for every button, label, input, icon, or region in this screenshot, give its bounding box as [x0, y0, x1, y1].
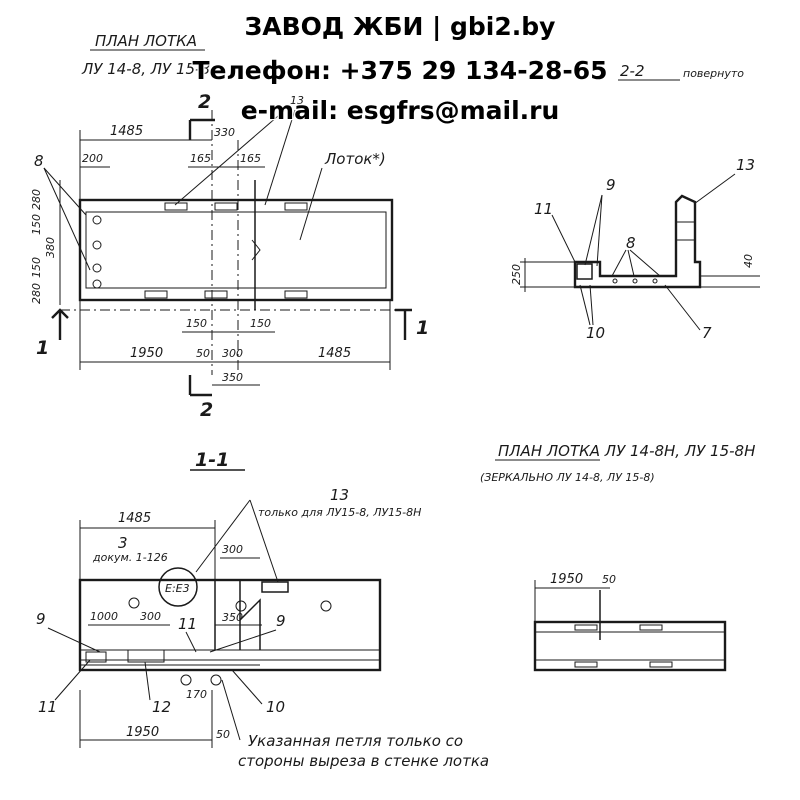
plan-dim-280a: 280 — [30, 189, 43, 210]
sec11-label-3: 3 — [118, 534, 128, 552]
mirror-plan: ПЛАН ЛОТКА ЛУ 14-8Н, ЛУ 15-8Н (ЗЕРКАЛЬНО… — [480, 442, 755, 672]
mirror-dim-1950: 1950 — [550, 572, 583, 587]
plan-subtitle: ЛУ 14-8, ЛУ 15-8 — [81, 60, 210, 78]
sec11-detail-circle — [158, 567, 198, 607]
sec11-label-13: 13 — [330, 486, 349, 504]
sec11-note-13: только для ЛУ15-8, ЛУ15-8Н — [258, 506, 421, 519]
plan-dim-150b: 150 — [30, 257, 43, 278]
sec22-profile — [573, 194, 702, 289]
sec22-label-9: 9 — [606, 176, 616, 194]
plan-cut-2-top: 2 — [198, 91, 211, 113]
watermark-line-3: e-mail: esgfrs@mail.ru — [240, 96, 560, 125]
section-1-1: 1-1 E:E3 1485 3 докум. 1-126 300 13 — [36, 449, 489, 770]
plan-label-13: 13 — [290, 94, 304, 107]
sec11-dim-50: 50 — [216, 728, 230, 741]
plan-callout-lotok: Лоток*) — [324, 150, 386, 168]
plan-view: ПЛАН ЛОТКА ЛУ 14-8, ЛУ 15-8 148 — [30, 32, 429, 421]
sec22-label-7: 7 — [702, 324, 712, 342]
plan-trough-outline — [78, 198, 394, 302]
section-2-2: 2-2 повернуто 250 40 9 11 13 8 10 — [510, 62, 760, 342]
plan-dim-280b: 280 — [30, 283, 43, 304]
plan-dim-150a: 150 — [186, 317, 207, 330]
plan-dim-165b: 165 — [240, 152, 261, 165]
sec11-label-10: 10 — [266, 698, 285, 716]
plan-end-loops — [92, 215, 102, 289]
sec11-dim-1950: 1950 — [126, 725, 159, 740]
sec11-label-12: 12 — [152, 698, 171, 716]
plan-dim-350: 350 — [222, 371, 243, 384]
plan-cut-1-left: 1 — [36, 337, 49, 359]
sec11-title: 1-1 — [195, 449, 229, 471]
mirror-subtitle: (ЗЕРКАЛЬНО ЛУ 14-8, ЛУ 15-8) — [480, 471, 655, 484]
plan-dim-300: 300 — [222, 347, 243, 360]
mirror-trough-outline — [533, 620, 727, 672]
plan-dim-1485-top: 1485 — [110, 124, 143, 139]
plan-dim-150a: 150 — [30, 214, 43, 235]
sec22-dim-250: 250 — [510, 264, 523, 285]
sec11-body — [78, 578, 382, 672]
plan-label-8: 8 — [34, 152, 44, 170]
sec11-docum: докум. 1-126 — [92, 551, 168, 564]
sec22-label-10: 10 — [586, 324, 605, 342]
sec22-label-8: 8 — [626, 234, 636, 252]
plan-dim-1950: 1950 — [130, 346, 163, 361]
sec22-label-13: 13 — [736, 156, 755, 174]
sec22-rotated: повернуто — [683, 67, 744, 80]
plan-cut-2-bottom: 2 — [200, 399, 213, 421]
mirror-dim-50: 50 — [602, 573, 616, 586]
sec11-dim-1000: 1000 — [90, 610, 118, 623]
sec11-note-line2: стороны выреза в стенке лотка — [238, 752, 489, 770]
watermark-line-1: ЗАВОД ЖБИ | gbi2.by — [244, 12, 556, 41]
plan-wall-slots — [144, 202, 308, 299]
sec22-dim-40: 40 — [742, 254, 755, 268]
plan-dim-380: 380 — [44, 237, 57, 258]
plan-dim-330: 330 — [214, 126, 235, 139]
sec22-label-11: 11 — [534, 200, 553, 218]
sec11-label-11a: 11 — [178, 615, 197, 633]
sec11-dim-300a: 300 — [222, 543, 243, 556]
plan-title: ПЛАН ЛОТКА — [95, 32, 197, 50]
sec11-label-9b: 9 — [276, 612, 286, 630]
plan-dim-150b: 150 — [250, 317, 271, 330]
sec11-dim-300b: 300 — [140, 610, 161, 623]
svg-text:E:E3: E:E3 — [165, 582, 190, 595]
sec11-label-11b: 11 — [38, 698, 57, 716]
sec22-title: 2-2 — [620, 62, 645, 80]
sec11-note-line1: Указанная петля только со — [248, 732, 463, 750]
plan-dim-165a: 165 — [190, 152, 211, 165]
plan-dim-1485-bottom: 1485 — [318, 346, 351, 361]
plan-cut-1-right: 1 — [416, 317, 429, 339]
sec11-dim-170: 170 — [186, 688, 207, 701]
watermark-line-2: Телефон: +375 29 134-28-65 — [192, 56, 608, 85]
sec11-dim-1485: 1485 — [118, 511, 151, 526]
sec11-dim-350: 350 — [222, 611, 243, 624]
mirror-title: ПЛАН ЛОТКА ЛУ 14-8Н, ЛУ 15-8Н — [498, 442, 755, 460]
sec11-label-9a: 9 — [36, 610, 46, 628]
plan-dim-50: 50 — [196, 347, 210, 360]
plan-dim-200: 200 — [82, 152, 103, 165]
